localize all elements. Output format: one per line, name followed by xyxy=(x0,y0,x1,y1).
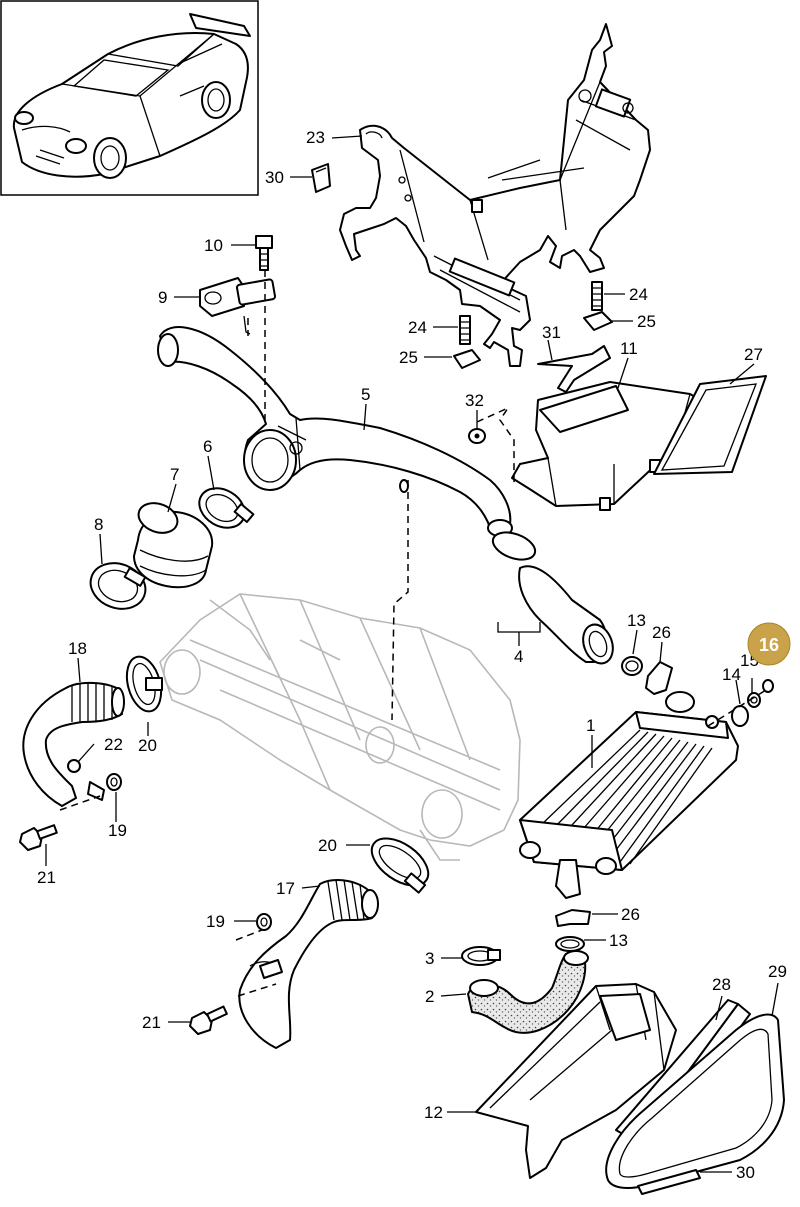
callout-32: 32 xyxy=(465,391,484,410)
callout-labels: 23 30 10 9 24 25 24 25 31 11 27 32 5 6 7… xyxy=(37,128,787,1182)
callout-18: 18 xyxy=(68,639,87,658)
callout-13: 13 xyxy=(627,611,646,630)
o-ring-13-lower xyxy=(555,936,585,952)
callout-25: 25 xyxy=(637,312,656,331)
callout-24: 24 xyxy=(629,285,648,304)
rubber-sleeve xyxy=(133,502,214,589)
callout-29: 29 xyxy=(768,962,787,981)
nut-25-right xyxy=(583,311,613,331)
corrugated-hose-17 xyxy=(238,879,379,1049)
callout-13: 13 xyxy=(609,931,628,950)
callout-23: 23 xyxy=(306,128,325,147)
pressure-sensor xyxy=(199,277,276,335)
engine-outline xyxy=(159,593,521,861)
callout-11: 11 xyxy=(620,339,638,358)
callout-30: 30 xyxy=(736,1163,755,1182)
hose-clamp-6 xyxy=(198,487,255,529)
hose-clamp-3 xyxy=(461,946,501,966)
callout-17: 17 xyxy=(276,879,295,898)
seal-31 xyxy=(537,345,611,393)
callout-25: 25 xyxy=(399,348,418,367)
callout-31: 31 xyxy=(542,323,561,342)
callout-4: 4 xyxy=(514,647,523,666)
callout-5: 5 xyxy=(361,385,370,404)
callout-26: 26 xyxy=(621,905,640,924)
duct-seal-29 xyxy=(605,1013,785,1189)
callout-22: 22 xyxy=(104,735,123,754)
callout-19: 19 xyxy=(108,821,127,840)
bolt-21-lower xyxy=(189,1005,228,1035)
callout-9: 9 xyxy=(158,288,167,307)
clip-30-top xyxy=(311,163,331,193)
strip-30-lower xyxy=(637,1169,701,1195)
hose-clamp-20-lower xyxy=(370,837,430,894)
stud-24-right xyxy=(591,281,603,311)
o-ring-13-upper xyxy=(621,656,643,676)
callout-26: 26 xyxy=(652,623,671,642)
highlight-label: 16 xyxy=(759,635,779,655)
clip-19-lower xyxy=(256,913,283,979)
hose-2 xyxy=(466,950,589,1034)
callout-30: 30 xyxy=(265,168,284,187)
hose-assembly-4 xyxy=(491,531,614,665)
hose-clamp-8 xyxy=(89,562,147,610)
hose-clamp-20-upper xyxy=(125,655,163,713)
callout-20: 20 xyxy=(318,836,337,855)
callout-19: 19 xyxy=(206,912,225,931)
duct-seal-27 xyxy=(653,375,767,475)
highlight-circle xyxy=(747,622,791,666)
callout-28: 28 xyxy=(712,975,731,994)
assembly-guides xyxy=(59,270,767,997)
screw-10 xyxy=(255,235,273,271)
callout-20: 20 xyxy=(138,736,157,755)
callout-14: 14 xyxy=(722,665,741,684)
air-duct-lower xyxy=(475,983,677,1179)
callout-24: 24 xyxy=(408,318,427,337)
callout-2: 2 xyxy=(425,987,434,1006)
stud-24-left xyxy=(459,315,471,345)
callout-27: 27 xyxy=(744,345,763,364)
washer-32 xyxy=(468,428,486,444)
callout-7: 7 xyxy=(170,465,179,484)
bolt-21-upper xyxy=(19,824,58,851)
seal-26-upper xyxy=(645,661,673,695)
clip-19-upper xyxy=(87,773,122,801)
highlight-marker-16[interactable]: 16 xyxy=(747,622,791,666)
callout-21: 21 xyxy=(37,868,56,887)
callout-6: 6 xyxy=(203,437,212,456)
callout-3: 3 xyxy=(425,949,434,968)
leader-lines xyxy=(45,135,779,1173)
seal-26-lower xyxy=(555,909,591,927)
callout-1: 1 xyxy=(586,716,595,735)
corrugated-hose-18 xyxy=(22,682,125,807)
nut-22 xyxy=(67,759,81,773)
callout-10: 10 xyxy=(204,236,223,255)
callout-12: 12 xyxy=(424,1103,443,1122)
nut-25-left xyxy=(453,349,481,369)
intercooler xyxy=(519,691,739,899)
upper-support-bracket xyxy=(339,23,651,367)
callout-8: 8 xyxy=(94,515,103,534)
vehicle-thumbnail xyxy=(0,0,259,196)
callout-21: 21 xyxy=(142,1013,161,1032)
